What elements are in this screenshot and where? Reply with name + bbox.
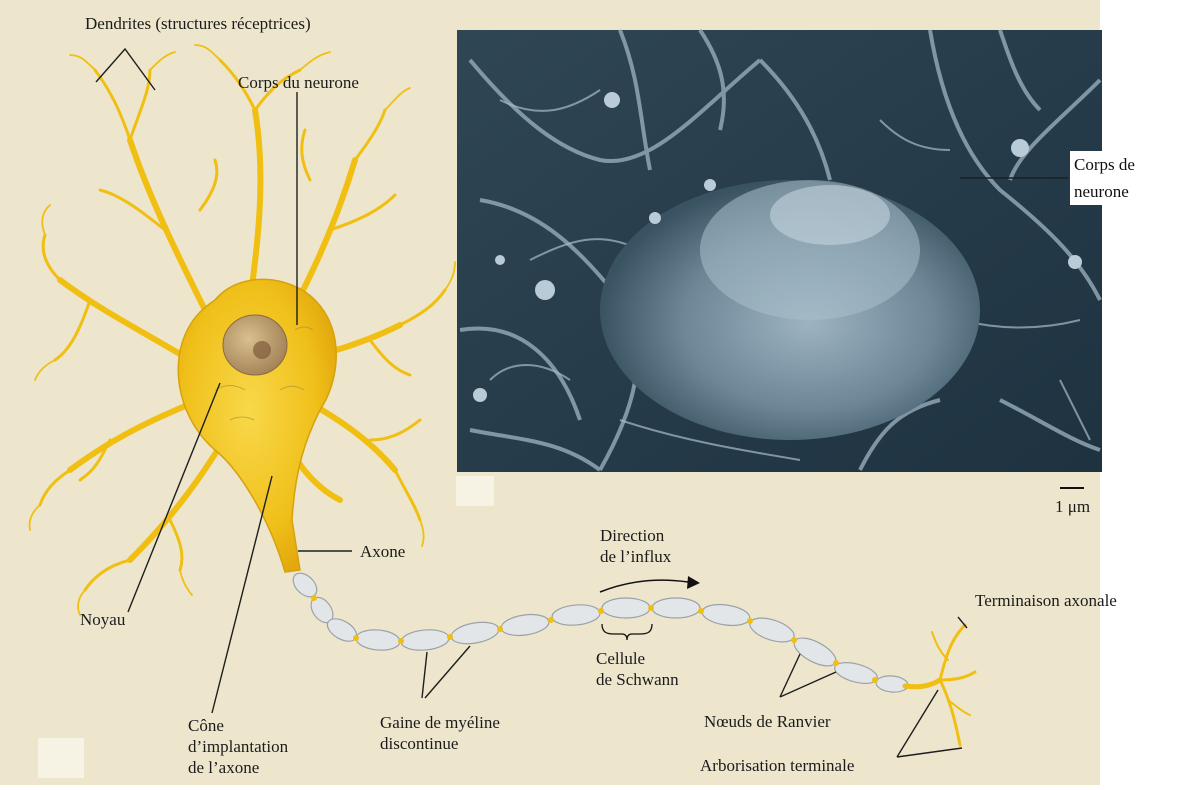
label-noyau: Noyau: [80, 609, 125, 630]
cellule-line-1: Cellule: [596, 648, 679, 669]
gaine-line-1: Gaine de myéline: [380, 712, 500, 733]
label-corps-du-neurone: Corps du neurone: [238, 72, 359, 93]
micrograph-photo: [457, 30, 1102, 472]
cone-line-3: de l’axone: [188, 757, 288, 778]
label-gaine-myeline: Gaine de myéline discontinue: [380, 712, 500, 754]
direction-line-1: Direction: [600, 525, 671, 546]
label-terminaison-axonale: Terminaison axonale: [975, 590, 1117, 611]
label-arborisation-terminale: Arborisation terminale: [700, 755, 854, 776]
cone-line-2: d’implantation: [188, 736, 288, 757]
label-scale: 1 μm: [1055, 496, 1090, 517]
cone-line-1: Cône: [188, 715, 288, 736]
cellule-line-2: de Schwann: [596, 669, 679, 690]
label-noeuds-ranvier: Nœuds de Ranvier: [704, 711, 831, 732]
label-patch-left: [38, 738, 84, 778]
label-corps-de-neurone: Corps de neurone: [1070, 151, 1139, 205]
label-cone-implantation: Cône d’implantation de l’axone: [188, 715, 288, 778]
label-patch-mid: [456, 476, 494, 506]
corps-de-line-2: neurone: [1074, 178, 1135, 205]
label-dendrites: Dendrites (structures réceptrices): [85, 13, 311, 34]
gaine-line-2: discontinue: [380, 733, 500, 754]
corps-de-line-1: Corps de: [1074, 151, 1135, 178]
label-cellule-schwann: Cellule de Schwann: [596, 648, 679, 690]
direction-line-2: de l’influx: [600, 546, 671, 567]
label-axone: Axone: [360, 541, 405, 562]
label-direction-influx: Direction de l’influx: [600, 525, 671, 567]
